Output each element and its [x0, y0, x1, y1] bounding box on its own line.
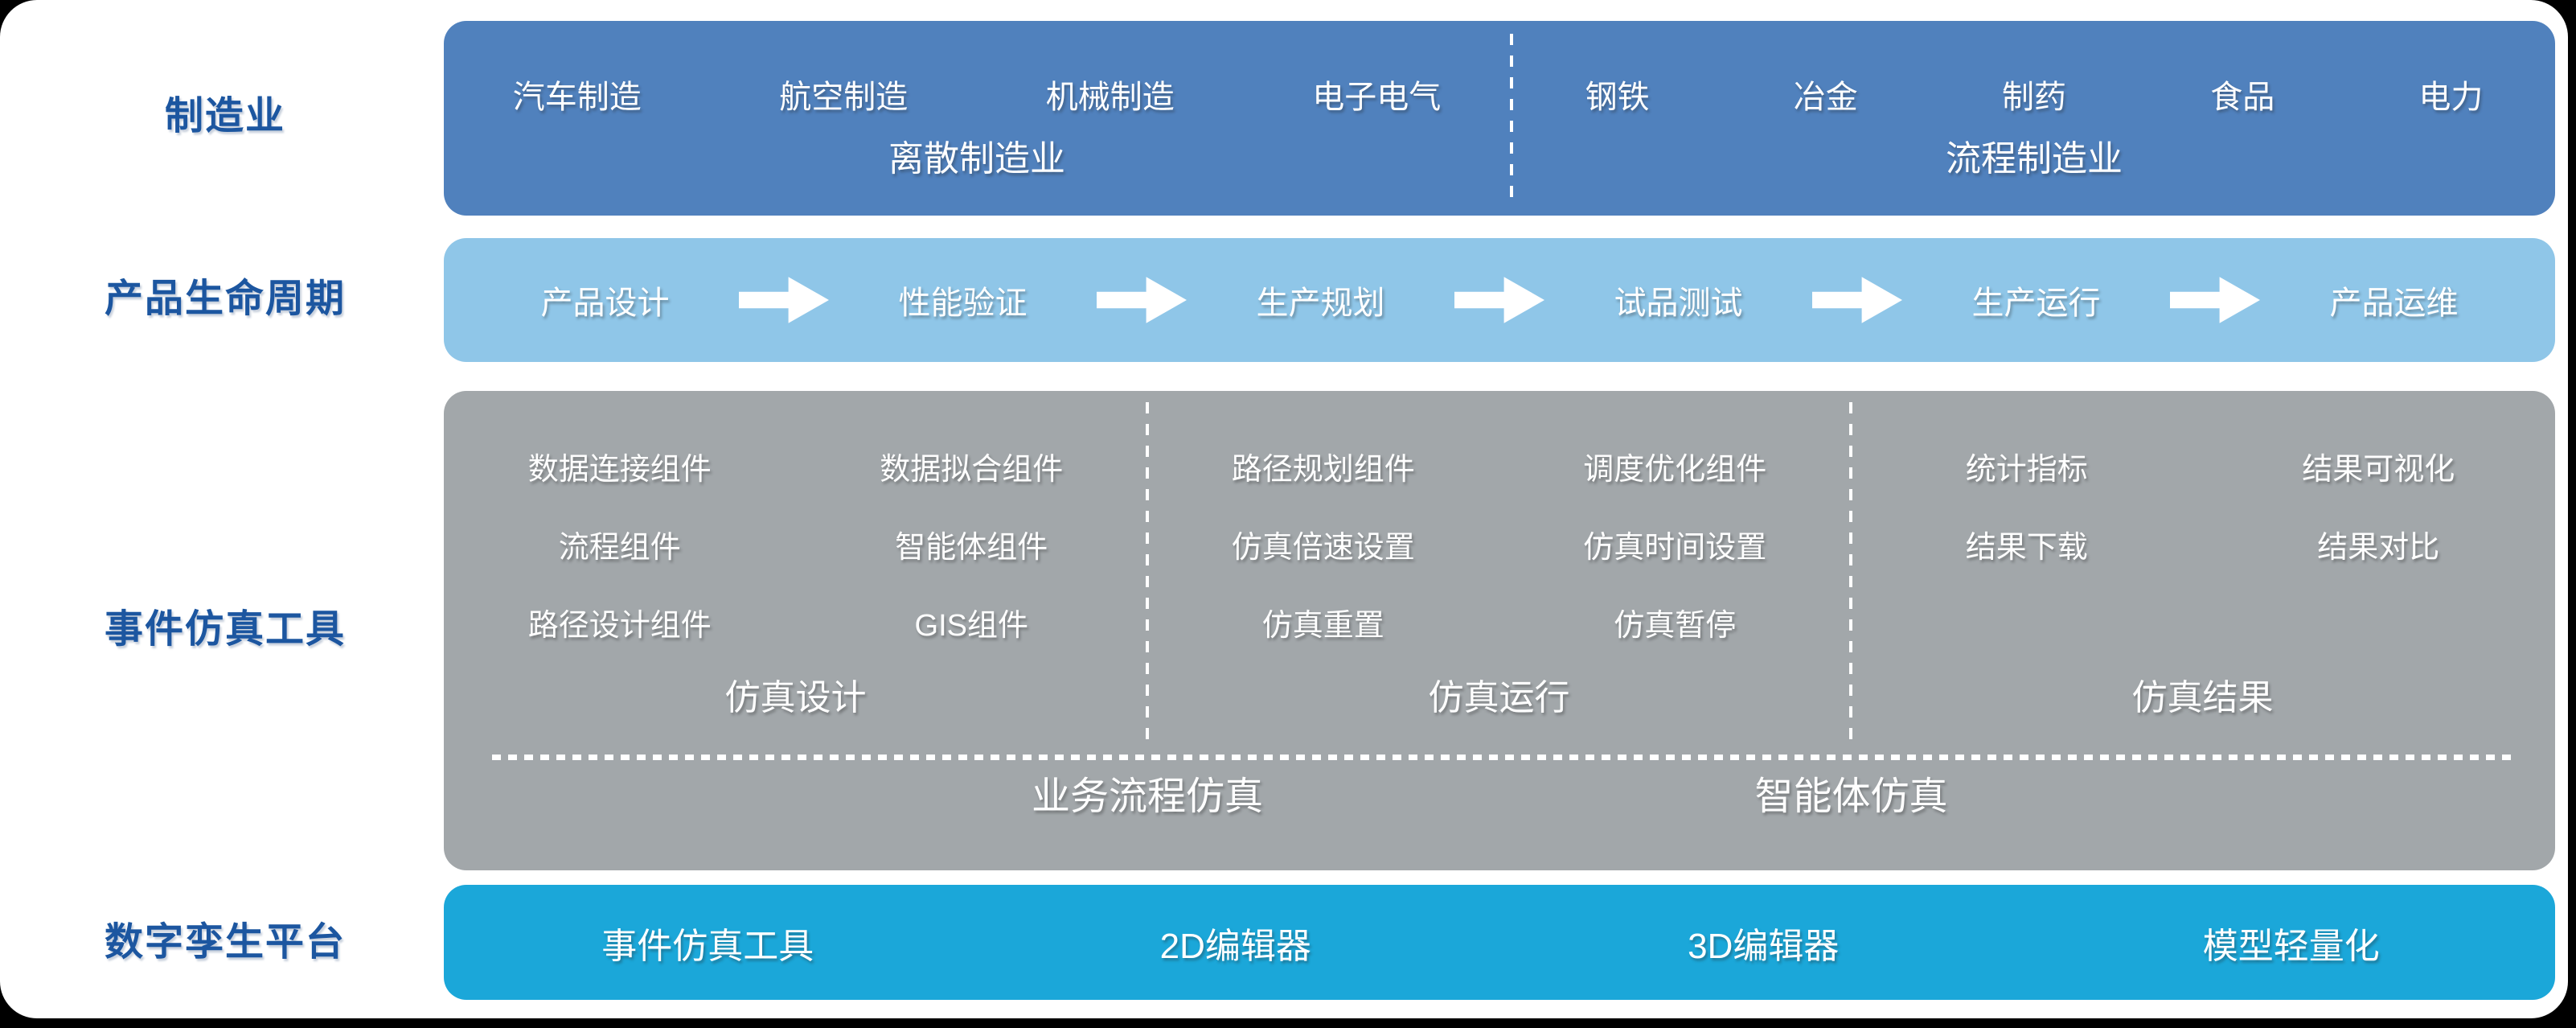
discrete-manufacturing-caption: 离散制造业: [888, 139, 1065, 179]
dashed-divider-vertical: [1146, 402, 1149, 750]
manufacturing-row: 汽车制造 航空制造 机械制造 电子电气 离散制造业 钢铁 冶金 制药 食品 电力…: [444, 21, 2555, 216]
component-item: 统计指标: [1965, 452, 2088, 487]
side-label-lifecycle: 产品生命周期: [104, 278, 346, 320]
component-row: 路径规划组件 调度优化组件: [1147, 441, 1851, 491]
dotted-divider-horizontal: [492, 755, 2514, 760]
industry-item: 制药: [2002, 80, 2066, 115]
component-row: 流程组件 智能体组件: [444, 519, 1147, 569]
lifecycle-row: 产品设计 性能验证 生产规划 试品测试 生产运行 产品运维: [444, 238, 2555, 362]
component-row: 结果下载 结果对比: [1851, 519, 2554, 569]
component-item: 仿真时间设置: [1583, 530, 1767, 565]
industry-item: 食品: [2210, 80, 2275, 115]
component-item: 路径规划组件: [1231, 452, 1415, 487]
footer-agent-simulation: 智能体仿真: [1754, 775, 1948, 818]
flow-arrow-icon: [739, 277, 829, 323]
section-caption: 仿真设计: [724, 678, 867, 718]
section-caption: 仿真结果: [2131, 678, 2274, 718]
section-simulation-run: 路径规划组件 调度优化组件 仿真倍速设置 仿真时间设置 仿真重置 仿真暂停 仿真…: [1147, 391, 1851, 753]
component-item: 智能体组件: [895, 530, 1048, 565]
simulation-tool-row: 数据连接组件 数据拟合组件 流程组件 智能体组件 路径设计组件 GIS组件 仿真…: [444, 391, 2555, 870]
platform-module: 3D编辑器: [1688, 926, 1840, 966]
platform-module: 模型轻量化: [2202, 926, 2380, 966]
component-row: 路径设计组件 GIS组件: [444, 597, 1147, 647]
side-label-digital-twin-platform: 数字孪生平台: [104, 921, 346, 964]
component-item: GIS组件: [914, 608, 1028, 643]
component-item: 调度优化组件: [1583, 452, 1767, 487]
lifecycle-stage: 生产规划: [1256, 286, 1385, 321]
platform-row: 事件仿真工具 2D编辑器 3D编辑器 模型轻量化: [444, 885, 2555, 1000]
dashed-divider-vertical: [1510, 34, 1513, 203]
lifecycle-stage: 产品设计: [540, 286, 670, 321]
industry-item: 钢铁: [1585, 80, 1650, 115]
component-row: 仿真倍速设置 仿真时间设置: [1147, 519, 1851, 569]
section-simulation-design: 数据连接组件 数据拟合组件 流程组件 智能体组件 路径设计组件 GIS组件 仿真…: [444, 391, 1147, 753]
component-item: 流程组件: [558, 530, 681, 565]
process-manufacturing-caption: 流程制造业: [1946, 139, 2123, 179]
lifecycle-stage: 性能验证: [898, 286, 1028, 321]
section-simulation-result: 统计指标 结果可视化 结果下载 结果对比 仿真结果: [1851, 391, 2554, 753]
flow-arrow-icon: [1812, 277, 1902, 323]
component-item: 结果下载: [1965, 530, 2088, 565]
industry-item: 机械制造: [1045, 80, 1175, 115]
component-item: 仿真暂停: [1614, 608, 1737, 643]
discrete-manufacturing-zone: 汽车制造 航空制造 机械制造 电子电气 离散制造业: [444, 21, 1510, 216]
flow-arrow-icon: [1097, 277, 1187, 323]
dashed-divider-vertical: [1849, 402, 1852, 750]
flow-arrow-icon: [2170, 277, 2260, 323]
industry-item: 电子电气: [1312, 80, 1442, 115]
component-item: 路径设计组件: [527, 608, 712, 643]
industry-item: 电力: [2418, 80, 2484, 115]
process-manufacturing-zone: 钢铁 冶金 制药 食品 电力 流程制造业: [1513, 21, 2555, 216]
component-item: 数据连接组件: [527, 452, 712, 487]
industry-item: 航空制造: [779, 80, 909, 115]
side-label-manufacturing: 制造业: [164, 95, 285, 138]
side-label-simulation-tool: 事件仿真工具: [104, 608, 346, 651]
industry-item: 冶金: [1793, 80, 1858, 115]
platform-module: 事件仿真工具: [601, 926, 814, 966]
section-caption: 仿真运行: [1428, 678, 1570, 718]
component-item: 结果可视化: [2302, 452, 2455, 487]
component-row: 数据连接组件 数据拟合组件: [444, 441, 1147, 491]
component-item: 仿真倍速设置: [1231, 530, 1415, 565]
process-industry-list: 钢铁 冶金 制药 食品 电力: [1513, 69, 2555, 119]
flow-arrow-icon: [1454, 277, 1544, 323]
component-row: 仿真重置 仿真暂停: [1147, 597, 1851, 647]
industry-item: 汽车制造: [512, 80, 642, 115]
lifecycle-stage: 生产运行: [1971, 286, 2101, 321]
component-row: 统计指标 结果可视化: [1851, 441, 2554, 491]
component-item: 仿真重置: [1261, 608, 1384, 643]
platform-module: 2D编辑器: [1159, 926, 1311, 966]
discrete-industry-list: 汽车制造 航空制造 机械制造 电子电气: [444, 69, 1510, 119]
lifecycle-stage: 试品测试: [1614, 286, 1743, 321]
component-item: 结果对比: [2317, 530, 2440, 565]
component-item: 数据拟合组件: [880, 452, 1064, 487]
lifecycle-stage: 产品运维: [2329, 286, 2459, 321]
footer-business-process-simulation: 业务流程仿真: [1031, 775, 1263, 818]
